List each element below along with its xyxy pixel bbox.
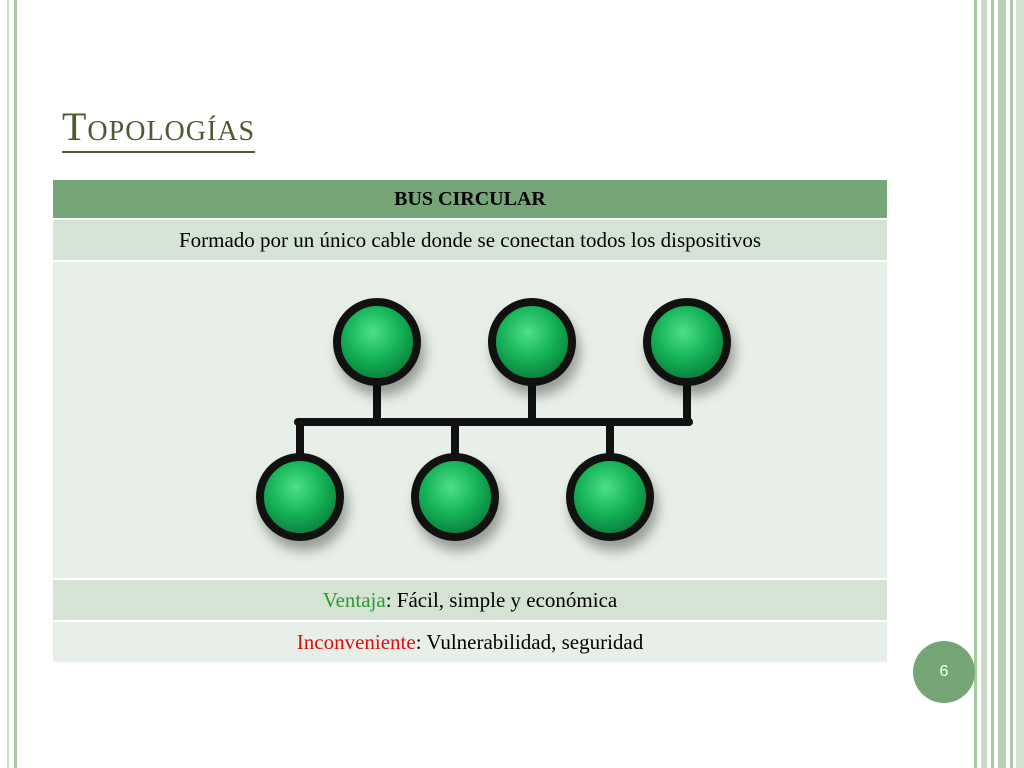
advantage-label: Ventaja: [322, 587, 386, 612]
table-header: BUS CIRCULAR: [53, 180, 887, 220]
bus-topology-diagram-cell: [53, 262, 887, 580]
slide-title: Topologías: [62, 105, 256, 153]
left-decorative-border: [0, 0, 17, 768]
advantage-text: : Fácil, simple y económica: [385, 587, 618, 612]
device-node: [643, 298, 731, 386]
page-number-badge: 6: [913, 641, 975, 703]
topology-table: BUS CIRCULAR Formado por un único cable …: [53, 180, 887, 664]
right-decorative-border: [974, 0, 1024, 768]
bus-topology-diagram: [256, 298, 735, 551]
table-description: Formado por un único cable donde se cone…: [53, 220, 887, 262]
device-node: [256, 453, 344, 541]
device-node: [411, 453, 499, 541]
disadvantage-text: : Vulnerabilidad, seguridad: [415, 629, 644, 654]
device-node: [333, 298, 421, 386]
device-node: [488, 298, 576, 386]
disadvantage-label: Inconveniente: [296, 629, 416, 654]
advantage-row: Ventaja: Fácil, simple y económica: [53, 580, 887, 622]
disadvantage-row: Inconveniente: Vulnerabilidad, seguridad: [53, 622, 887, 664]
device-node: [566, 453, 654, 541]
